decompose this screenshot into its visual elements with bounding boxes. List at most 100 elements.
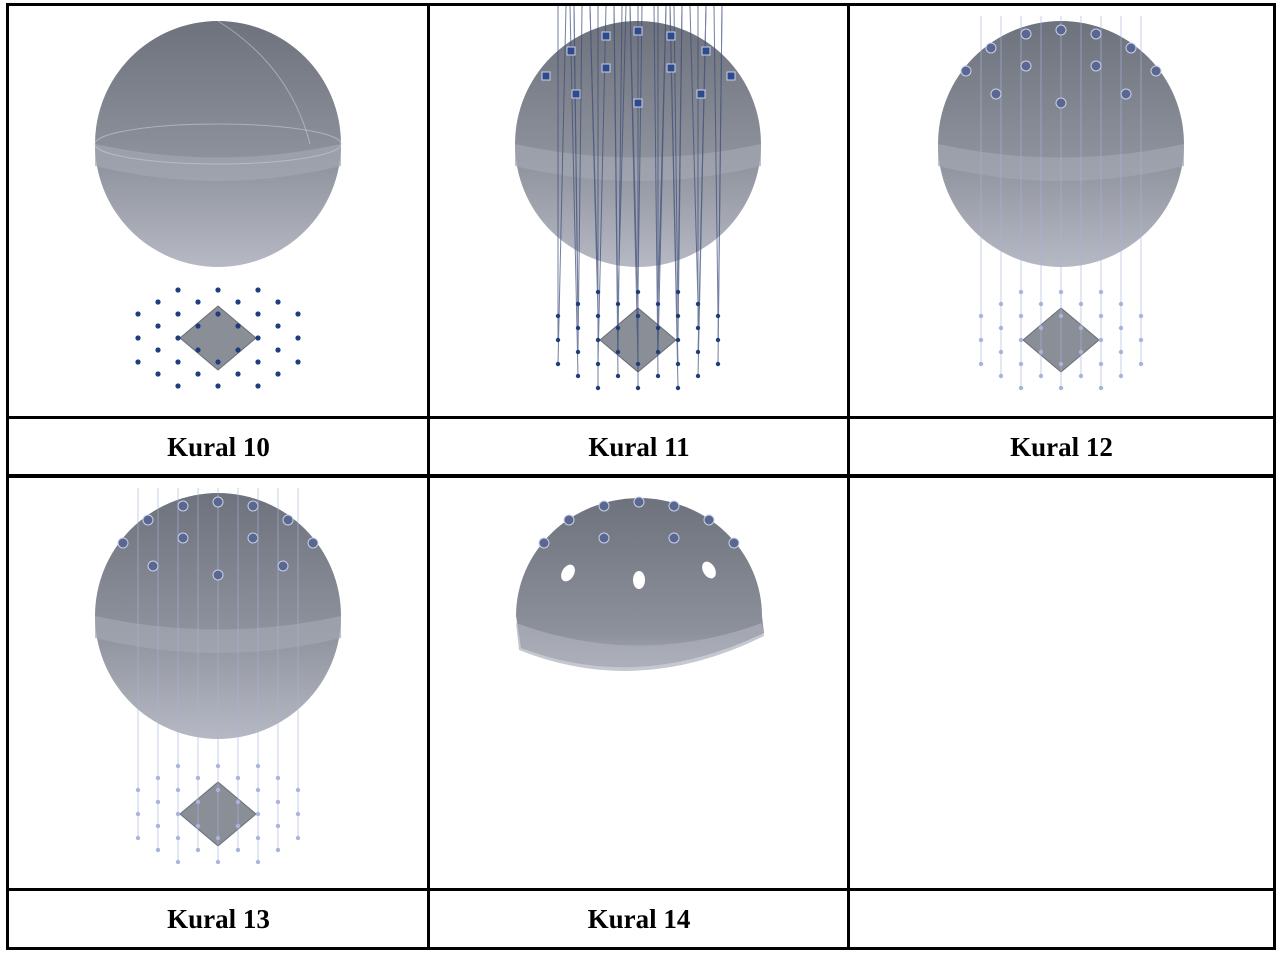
point-marker — [135, 787, 141, 793]
point-marker — [147, 560, 159, 572]
point-marker — [1018, 385, 1024, 391]
point-marker — [601, 31, 611, 41]
point-marker — [175, 835, 181, 841]
point-marker — [1038, 349, 1044, 355]
point-marker — [1118, 373, 1124, 379]
point-marker — [295, 811, 301, 817]
point-marker — [998, 349, 1004, 355]
point-marker — [255, 763, 261, 769]
figure-kural-12 — [851, 6, 1272, 416]
point-marker — [675, 385, 681, 391]
point-marker — [1055, 97, 1067, 109]
point-marker — [1020, 28, 1032, 40]
point-marker — [695, 373, 701, 379]
point-marker — [615, 373, 621, 379]
guide-line — [617, 6, 623, 353]
point-marker — [295, 787, 301, 793]
point-marker — [696, 89, 706, 99]
point-marker — [255, 335, 261, 341]
point-marker — [155, 799, 161, 805]
point-marker — [275, 371, 281, 377]
caption-kural-13: Kural 13 — [167, 904, 270, 934]
point-marker — [155, 299, 161, 305]
point-marker — [1018, 361, 1024, 367]
point-marker — [235, 299, 241, 305]
point-marker — [595, 337, 601, 343]
guide-line — [717, 6, 723, 365]
point-marker — [215, 287, 221, 293]
grid-line — [6, 3, 1276, 6]
point-marker — [1098, 289, 1104, 295]
guide-line — [557, 6, 567, 365]
guide-line — [677, 6, 683, 341]
point-marker — [195, 371, 201, 377]
point-marker — [595, 313, 601, 319]
point-marker — [1090, 28, 1102, 40]
point-marker — [695, 301, 701, 307]
point-marker — [695, 325, 701, 331]
point-marker — [195, 799, 201, 805]
point-marker — [235, 347, 241, 353]
grid-line — [6, 474, 1276, 478]
point-marker — [728, 537, 740, 549]
point-marker — [135, 311, 141, 317]
point-marker — [215, 763, 221, 769]
point-marker — [235, 799, 241, 805]
point-marker — [247, 500, 259, 512]
figure-empty — [851, 478, 1272, 888]
point-marker — [1118, 349, 1124, 355]
point-marker — [255, 835, 261, 841]
point-marker — [135, 835, 141, 841]
guide-line — [629, 6, 639, 365]
point-marker — [175, 287, 181, 293]
point-marker — [1058, 361, 1064, 367]
guide-line — [713, 6, 719, 317]
point-marker — [1098, 313, 1104, 319]
point-marker — [635, 289, 641, 295]
guide-line — [697, 6, 707, 377]
point-marker — [555, 361, 561, 367]
point-marker — [668, 532, 680, 544]
point-marker — [212, 569, 224, 581]
point-marker — [1118, 325, 1124, 331]
point-marker — [595, 385, 601, 391]
point-marker — [215, 787, 221, 793]
point-marker — [175, 311, 181, 317]
guide-line — [653, 6, 659, 377]
point-marker — [675, 337, 681, 343]
point-marker — [135, 359, 141, 365]
point-marker — [155, 775, 161, 781]
point-marker — [655, 349, 661, 355]
point-marker — [978, 361, 984, 367]
point-marker — [282, 514, 294, 526]
point-marker — [277, 560, 289, 572]
point-marker — [175, 335, 181, 341]
point-marker — [571, 89, 581, 99]
point-marker — [1018, 313, 1024, 319]
point-marker — [655, 325, 661, 331]
point-marker — [235, 775, 241, 781]
point-marker — [701, 46, 711, 56]
point-marker — [215, 311, 221, 317]
grid-line — [847, 3, 850, 950]
point-marker — [275, 347, 281, 353]
point-marker — [1038, 325, 1044, 331]
point-marker — [715, 313, 721, 319]
guide-line — [637, 6, 643, 293]
point-marker — [1078, 325, 1084, 331]
point-marker — [255, 859, 261, 865]
point-marker — [555, 313, 561, 319]
point-marker — [633, 98, 643, 108]
guide-line — [589, 6, 599, 317]
guide-line — [573, 6, 579, 329]
point-marker — [1078, 301, 1084, 307]
point-marker — [675, 289, 681, 295]
point-marker — [175, 787, 181, 793]
point-marker — [598, 532, 610, 544]
point-marker — [595, 361, 601, 367]
point-marker — [575, 301, 581, 307]
point-marker — [255, 287, 261, 293]
point-marker — [978, 337, 984, 343]
point-marker — [175, 763, 181, 769]
